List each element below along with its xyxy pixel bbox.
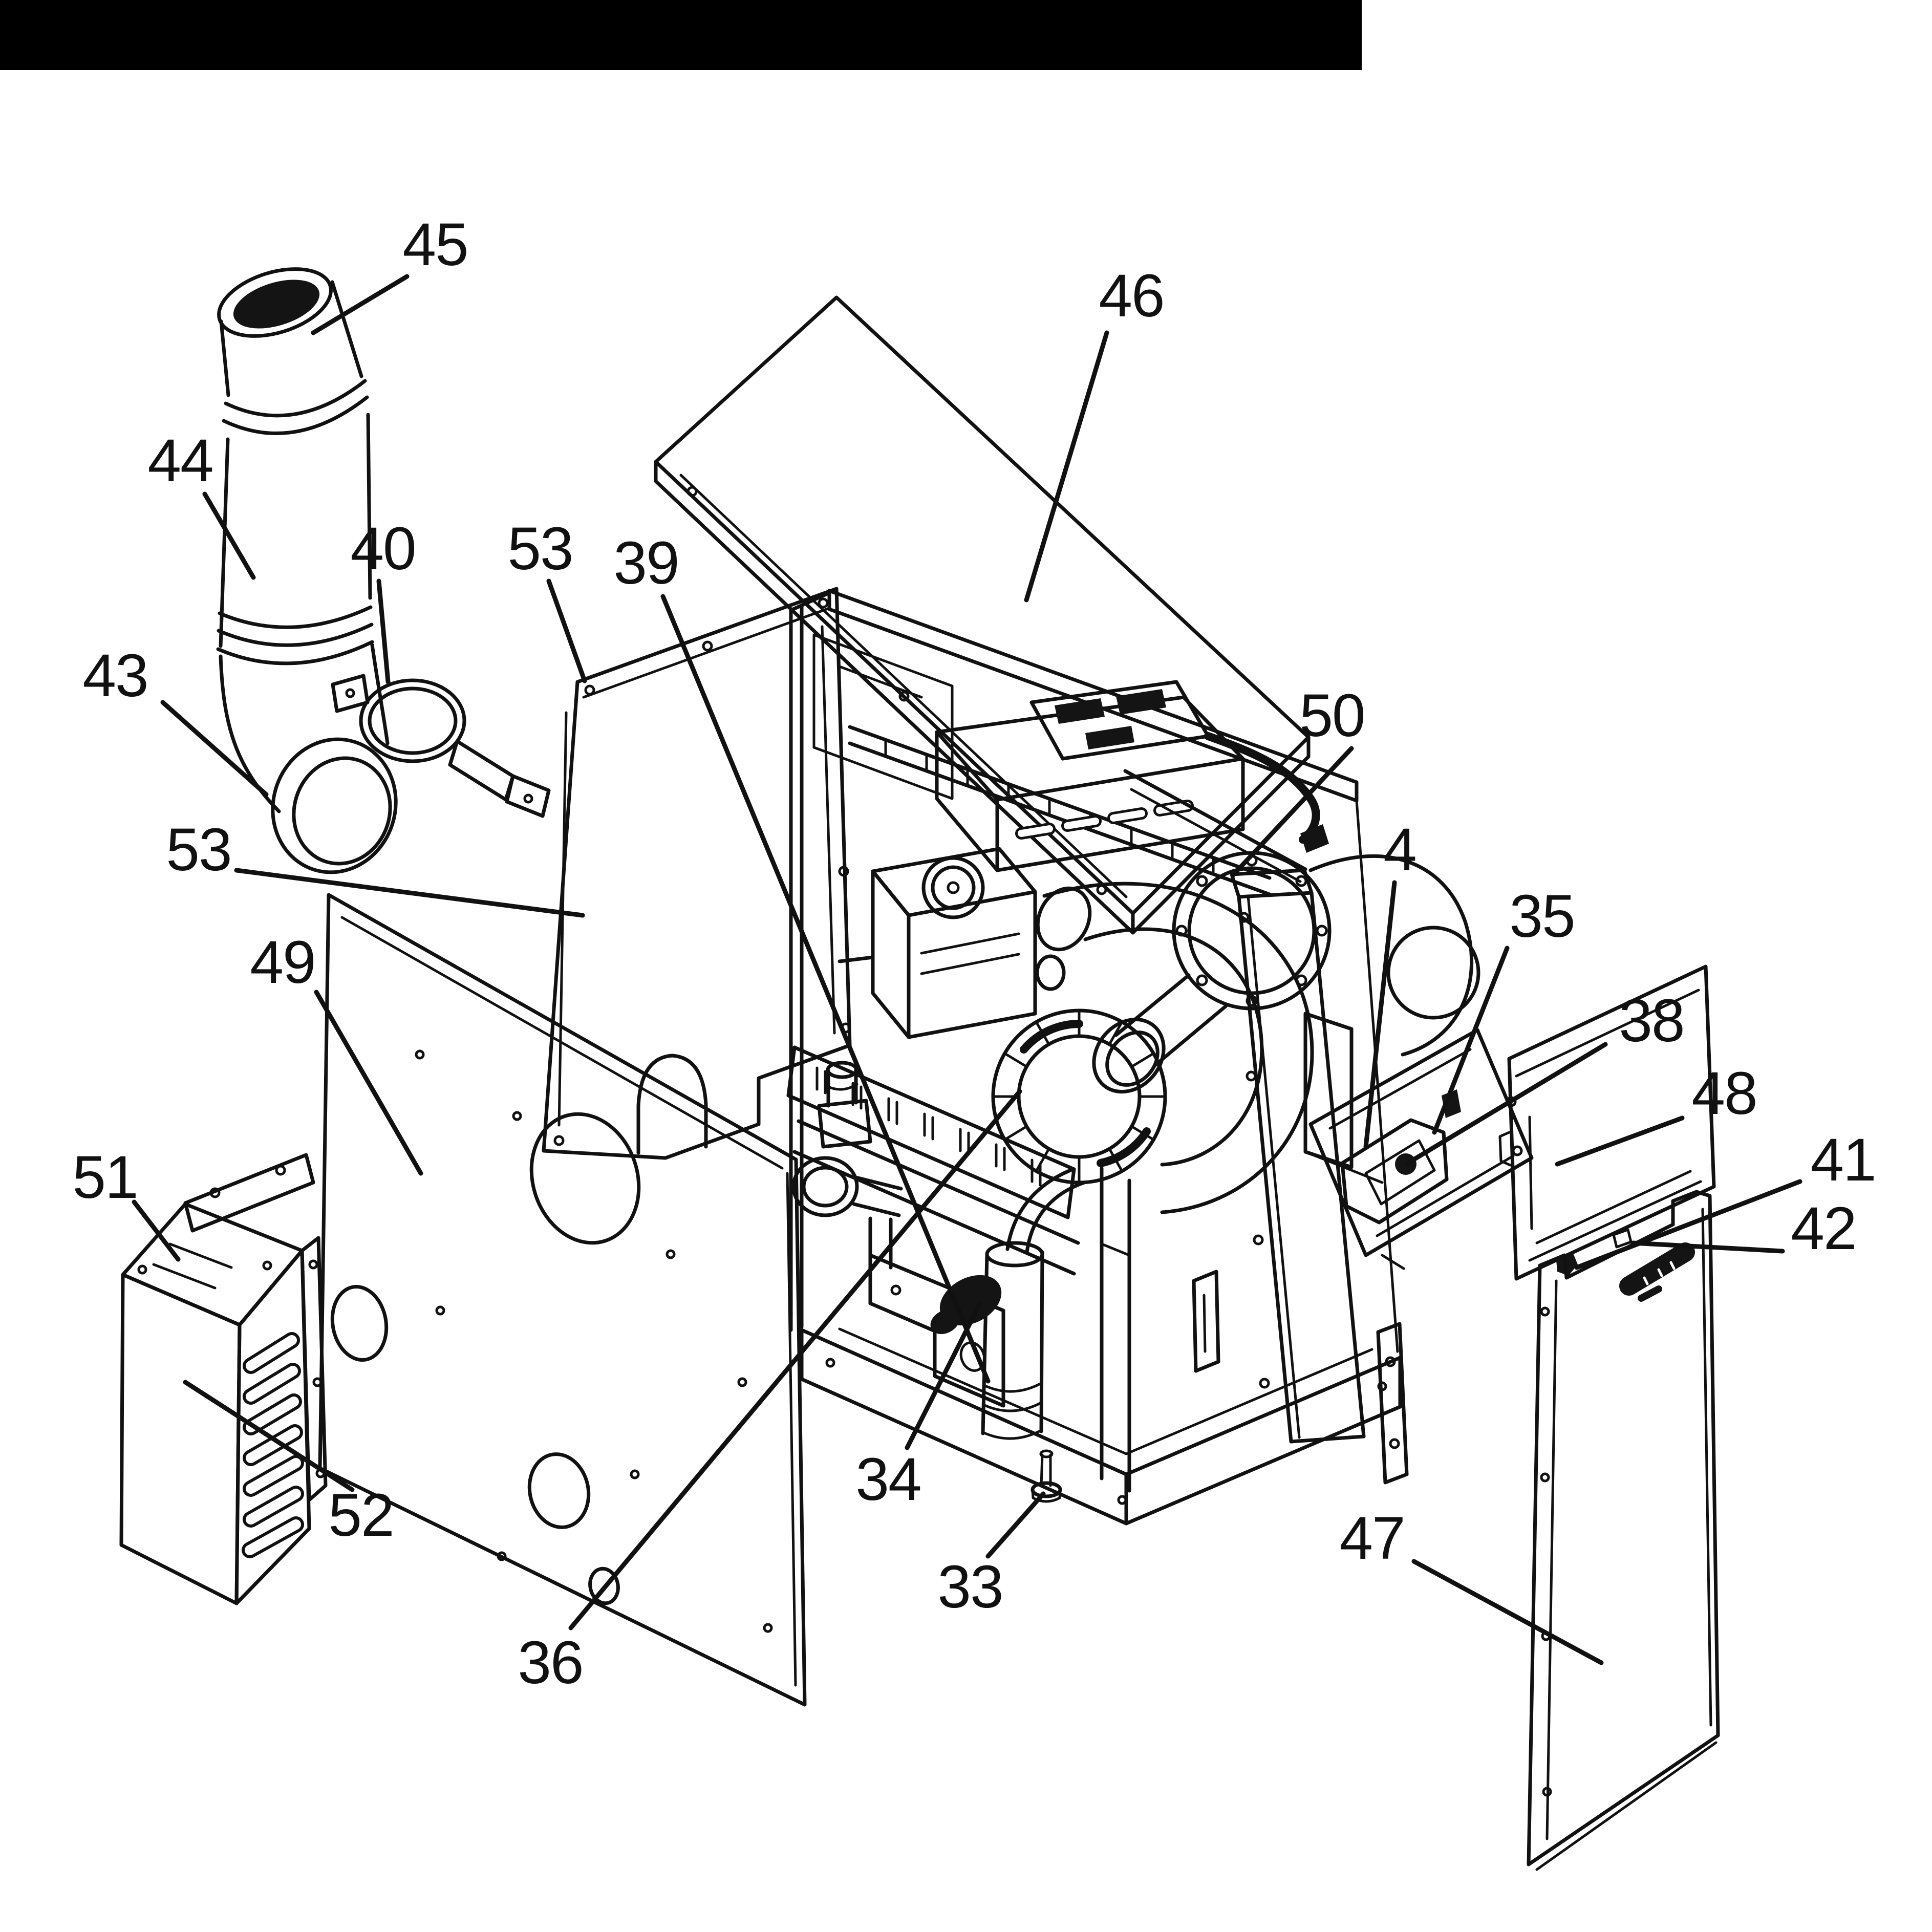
callout-49-leader	[314, 990, 423, 1176]
control-board-assembly	[935, 680, 1329, 872]
callout-38-leader	[1405, 1042, 1608, 1166]
strip-bracket	[1376, 1322, 1409, 1485]
callout-48-leader	[1555, 1115, 1685, 1167]
callout-50-leader	[1230, 746, 1354, 878]
callout-45-label: 45	[402, 211, 467, 278]
callout-48-label: 48	[1691, 1060, 1756, 1127]
callout-42-leader	[1630, 1240, 1785, 1254]
gas-valve-knob	[921, 856, 985, 919]
cabinet-interior-left-panel	[812, 633, 954, 800]
callout-44-label: 44	[147, 427, 212, 495]
relief-valve-assembly	[791, 1061, 903, 1271]
flue-channel-bracket	[1100, 1166, 1131, 1493]
callout-41-leader	[1574, 1179, 1802, 1270]
callout-41-label: 41	[1810, 1126, 1875, 1194]
cabinet-back-rail	[848, 725, 1272, 896]
gas-valve	[838, 847, 1066, 1039]
support-post-right	[1192, 1270, 1220, 1373]
callout-53-lower-leader	[234, 868, 585, 918]
callout-36-label: 36	[518, 1629, 583, 1697]
callout-4-leader	[1363, 880, 1397, 1149]
callout-47-leader	[1411, 1559, 1604, 1665]
front-panel	[318, 893, 807, 1707]
callout-43-leader	[160, 700, 269, 797]
inducer-blower	[1092, 851, 1480, 1184]
callout-33-label: 33	[937, 1553, 1002, 1621]
callout-42-label: 42	[1791, 1195, 1856, 1262]
callout-45-leader	[311, 274, 410, 335]
fin-wheel	[991, 1008, 1167, 1185]
callout-51-leader	[132, 1199, 181, 1262]
callout-33-leader	[985, 1491, 1046, 1559]
vent-pipe-elbow	[219, 643, 398, 874]
callout-46-leader	[1024, 330, 1109, 603]
callout-52-leader	[183, 1380, 355, 1492]
callout-35-label: 35	[1509, 883, 1574, 950]
callout-36-leader	[568, 1089, 1022, 1630]
condensate-trap	[930, 1167, 1086, 1440]
wire-harness	[1204, 732, 1320, 844]
callout-34-label: 34	[855, 1446, 920, 1513]
callout-46-label: 46	[1099, 262, 1164, 330]
callout-52-label: 52	[328, 1482, 393, 1549]
callout-53-upper-label: 53	[507, 515, 572, 583]
vestibule-panel	[1498, 964, 1716, 1281]
blower-outlet-collar	[1092, 1017, 1166, 1094]
callout-44-leader	[202, 491, 256, 580]
callout-51-label: 51	[72, 1144, 137, 1211]
callout-39-leader	[660, 594, 991, 1384]
callout-53-upper-leader	[546, 578, 587, 683]
callout-47-label: 47	[1339, 1505, 1404, 1572]
vent-pipe-assembly	[216, 267, 398, 874]
louvers	[242, 1332, 304, 1558]
callout-34-leader	[905, 1300, 983, 1450]
callout-39-label: 39	[613, 529, 678, 597]
louvered-shield	[119, 1153, 328, 1605]
vent-pipe-body	[216, 413, 374, 666]
top-panel	[654, 295, 1311, 935]
vent-pipe-top-coupling	[217, 267, 369, 435]
callout-38-label: 38	[1619, 987, 1684, 1055]
burner-rail	[786, 1045, 1080, 1276]
control-display-bracket	[1308, 1028, 1534, 1270]
callout-43-label: 43	[82, 642, 147, 710]
callout-49-label: 49	[250, 929, 315, 996]
vent-pipe-clamp	[331, 674, 551, 818]
callout-40-leader	[376, 578, 391, 684]
callout-35-leader	[1432, 946, 1510, 1135]
callout-4-label: 4	[1383, 816, 1416, 884]
lower-door	[1527, 1190, 1720, 1871]
brand-logo-mark	[1619, 1242, 1695, 1302]
callout-50-label: 50	[1299, 682, 1364, 749]
side-panel	[1123, 769, 1366, 1444]
callout-53-lower-label: 53	[166, 816, 231, 884]
mounting-screw	[1031, 1449, 1062, 1503]
header-bar	[0, 0, 1362, 70]
callout-40-label: 40	[350, 515, 415, 583]
